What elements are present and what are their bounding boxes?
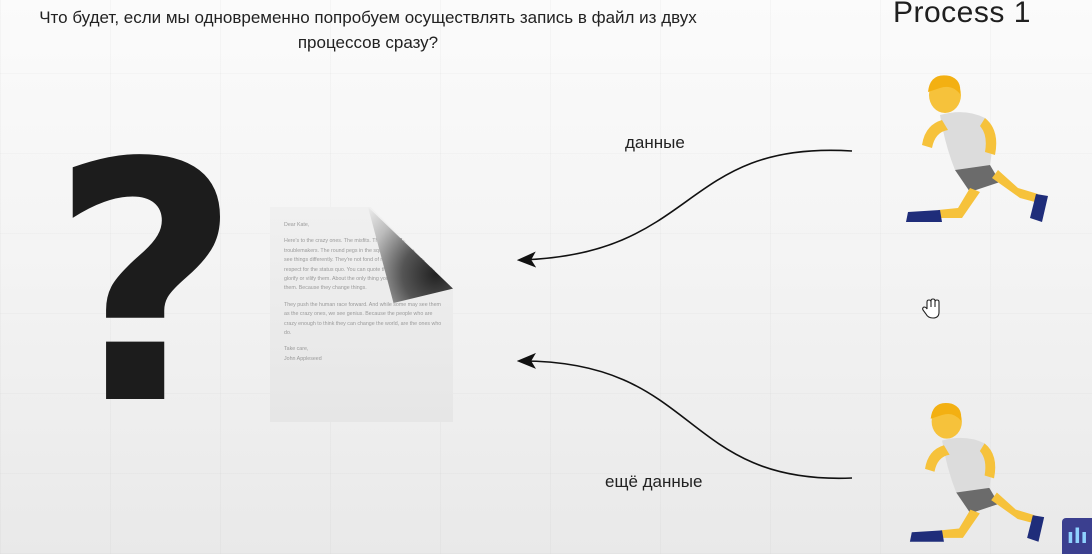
document-line: They push the human race forward. And wh… — [284, 301, 442, 337]
document-line: John Appleseed — [284, 355, 322, 362]
arrow-bottom-label: ещё данные — [605, 472, 703, 491]
arrow-bottom — [516, 352, 853, 479]
document-icon: Dear Kate, Here's to the crazy ones. The… — [270, 207, 453, 422]
slide-question: Что будет, если мы одновременно попробуе… — [39, 8, 697, 52]
running-person-icon — [909, 403, 1045, 542]
channel-logo-icon: ılı — [1062, 518, 1092, 554]
hand-cursor-icon — [922, 298, 940, 319]
document-line: Take care, — [284, 346, 309, 353]
document-text: Dear Kate, Here's to the crazy ones. The… — [284, 221, 444, 371]
question-mark: ? — [50, 93, 242, 477]
document-line: Here's to the crazy ones. The misfits. T… — [284, 238, 443, 292]
document-page: Dear Kate, Here's to the crazy ones. The… — [270, 207, 453, 422]
logo-text: ılı — [1067, 524, 1088, 548]
process-label: Process 1 — [893, 0, 1031, 29]
arrow-top-label: данные — [625, 133, 685, 152]
arrow-top — [516, 149, 853, 268]
running-person-icon — [906, 75, 1048, 222]
document-line: Dear Kate, — [284, 222, 310, 228]
